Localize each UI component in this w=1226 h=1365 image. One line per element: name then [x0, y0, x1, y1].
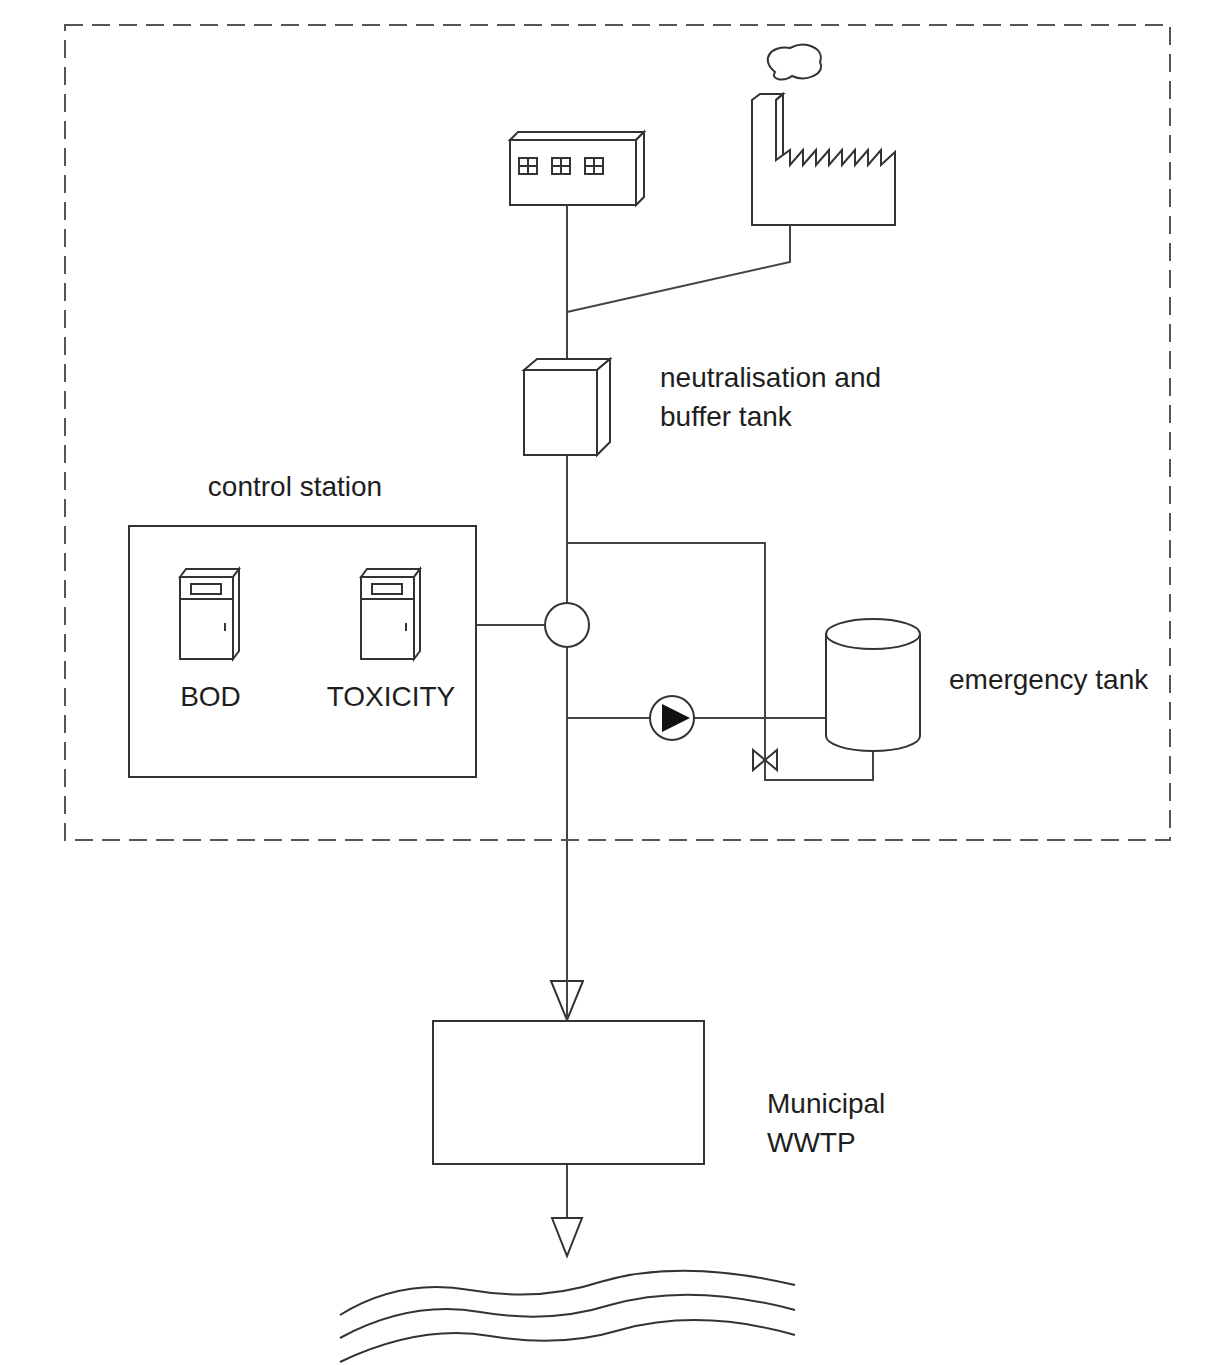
valve-symbol: [753, 750, 777, 770]
pipe-connector: [567, 456, 825, 718]
node-label: Municipal WWTP: [767, 1084, 967, 1162]
cabinet-outline: [360, 567, 422, 660]
cube-outline: [523, 358, 611, 456]
smoke-cloud: [768, 45, 821, 80]
outflow-arrow: [552, 1218, 582, 1256]
pipe-connector: [567, 543, 873, 1020]
node-label: control station: [130, 467, 460, 506]
node-label: TOXICITY: [290, 677, 492, 716]
buffer-tank: neutralisation and buffer tank: [523, 358, 611, 456]
feed-pipe: [567, 205, 790, 358]
wwtp-box: Municipal WWTP: [432, 1020, 705, 1165]
water-waves: [340, 1271, 795, 1362]
analyser-cabinet: TOXICITY: [360, 567, 422, 660]
factory-symbol: [752, 45, 895, 225]
analyser-cabinet: BOD: [179, 567, 242, 660]
node-label: emergency tank: [949, 660, 1149, 699]
control-station: control stationBODTOXICITY: [128, 525, 477, 778]
site-boundary: [65, 25, 1170, 840]
emergency-tank: emergency tank: [825, 618, 921, 752]
node-label: BOD: [139, 677, 282, 716]
node-label: neutralisation and buffer tank: [660, 358, 900, 436]
sampling-point: [545, 603, 589, 647]
office-building: [510, 132, 644, 205]
cylinder-outline: [825, 618, 921, 752]
cabinet-outline: [179, 567, 242, 660]
pump-symbol: [650, 696, 694, 740]
